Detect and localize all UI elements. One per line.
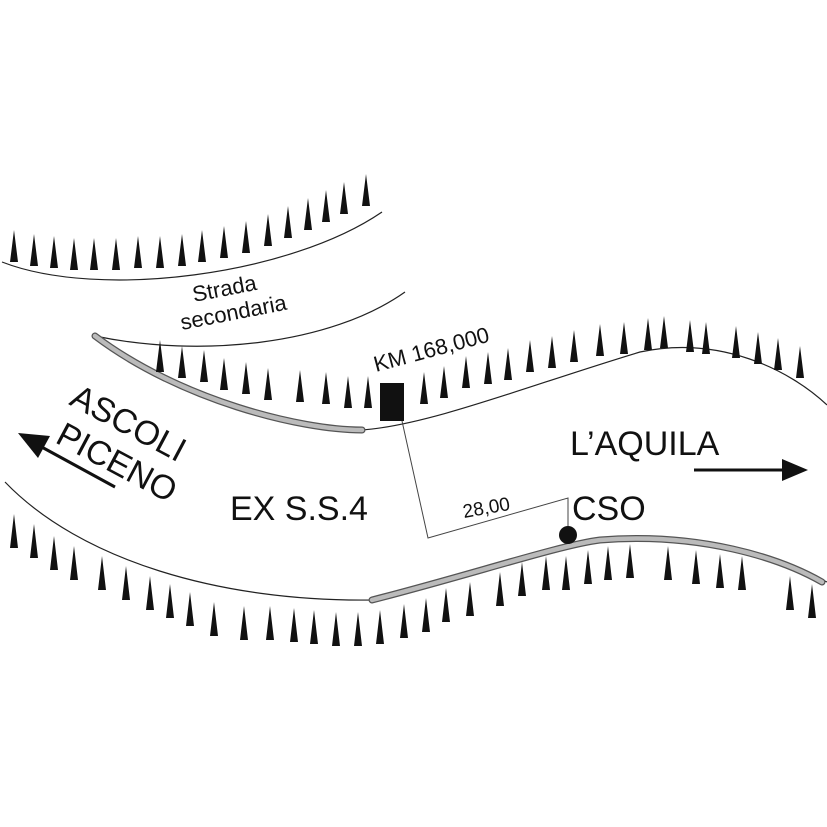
grass-tuft-icon <box>686 320 694 352</box>
grass-tuft-icon <box>692 550 700 584</box>
grass-tuft-icon <box>264 368 272 400</box>
grass-tuft-icon <box>266 606 274 640</box>
grass-tuft-icon <box>112 238 120 270</box>
grass-tuft-icon <box>400 604 408 638</box>
grass-tuft-icon <box>332 612 340 646</box>
grass-tuft-icon <box>198 230 206 262</box>
grass-tuft-icon <box>364 376 372 408</box>
grass-tuft-icon <box>290 608 298 642</box>
guardrail-south-fill <box>369 536 825 603</box>
grass-tuft-icon <box>466 582 474 616</box>
grass-tuft-icon <box>210 602 218 636</box>
grass-tuft-icon <box>304 198 312 230</box>
grass-tuft-icon <box>354 612 362 646</box>
km-marker-label: KM 168,000 <box>371 322 492 377</box>
vegetation-tufts <box>10 174 816 646</box>
point-label: CSO <box>572 490 646 528</box>
grass-tuft-icon <box>796 346 804 378</box>
grass-tuft-icon <box>808 584 816 618</box>
grass-tuft-icon <box>122 566 130 600</box>
grass-tuft-icon <box>440 366 448 398</box>
grass-tuft-icon <box>242 362 250 394</box>
distance-leader-lines <box>401 420 569 539</box>
grass-tuft-icon <box>220 358 228 390</box>
grass-tuft-icon <box>604 546 612 580</box>
grass-tuft-icon <box>240 606 248 640</box>
grass-tuft-icon <box>50 536 58 570</box>
grass-tuft-icon <box>570 330 578 362</box>
grass-tuft-icon <box>422 598 430 632</box>
destination-right-label: L’AQUILA <box>570 425 720 463</box>
grass-tuft-icon <box>584 550 592 584</box>
arrow-right-icon <box>694 459 808 481</box>
grass-tuft-icon <box>284 206 292 238</box>
grass-tuft-icon <box>754 332 762 364</box>
arrow-left-icon <box>18 433 116 489</box>
grass-tuft-icon <box>732 326 740 358</box>
grass-tuft-icon <box>322 372 330 404</box>
grass-tuft-icon <box>484 352 492 384</box>
grass-tuft-icon <box>70 238 78 270</box>
grass-tuft-icon <box>442 588 450 622</box>
grass-tuft-icon <box>518 562 526 596</box>
grass-tuft-icon <box>716 554 724 588</box>
grass-tuft-icon <box>362 174 370 206</box>
grass-tuft-icon <box>562 556 570 590</box>
grass-tuft-icon <box>660 316 668 348</box>
grass-tuft-icon <box>10 514 18 548</box>
grass-tuft-icon <box>156 340 164 372</box>
grass-tuft-icon <box>98 556 106 590</box>
grass-tuft-icon <box>200 350 208 382</box>
dot-icon <box>559 526 577 544</box>
grass-tuft-icon <box>178 234 186 266</box>
grass-tuft-icon <box>296 370 304 402</box>
grass-tuft-icon <box>70 546 78 580</box>
grass-tuft-icon <box>420 372 428 404</box>
distance-label: 28,00 <box>461 494 511 523</box>
grass-tuft-icon <box>220 226 228 258</box>
grass-tuft-icon <box>644 318 652 350</box>
grass-tuft-icon <box>322 190 330 222</box>
secondary-road-bottom-edge <box>94 291 406 347</box>
grass-tuft-icon <box>340 182 348 214</box>
grass-tuft-icon <box>526 340 534 372</box>
grass-tuft-icon <box>186 592 194 626</box>
grass-tuft-icon <box>156 236 164 268</box>
grass-tuft-icon <box>738 556 746 590</box>
grass-tuft-icon <box>504 348 512 380</box>
grass-tuft-icon <box>702 322 710 354</box>
grass-tuft-icon <box>344 376 352 408</box>
secondary-road-top-edge <box>1 211 383 281</box>
grass-tuft-icon <box>786 576 794 610</box>
grass-tuft-icon <box>178 346 186 378</box>
grass-tuft-icon <box>90 238 98 270</box>
grass-tuft-icon <box>548 336 556 368</box>
grass-tuft-icon <box>596 324 604 356</box>
grass-tuft-icon <box>664 546 672 580</box>
grass-tuft-icon <box>626 544 634 578</box>
grass-tuft-icon <box>30 524 38 558</box>
grass-tuft-icon <box>376 610 384 644</box>
grass-tuft-icon <box>264 214 272 246</box>
grass-tuft-icon <box>310 610 318 644</box>
grass-tuft-icon <box>620 322 628 354</box>
grass-tuft-icon <box>496 572 504 606</box>
guardrail-south <box>368 535 826 604</box>
grass-tuft-icon <box>146 576 154 610</box>
grass-tuft-icon <box>30 234 38 266</box>
road-name-label: EX S.S.4 <box>230 490 368 528</box>
grass-tuft-icon <box>462 356 470 388</box>
grass-tuft-icon <box>542 556 550 590</box>
grass-tuft-icon <box>166 584 174 618</box>
grass-tuft-icon <box>242 221 250 253</box>
grass-tuft-icon <box>774 338 782 370</box>
grass-tuft-icon <box>134 236 142 268</box>
grass-tuft-icon <box>10 230 18 262</box>
guardrail-north-fill <box>92 333 365 433</box>
km-post-icon <box>380 383 404 421</box>
grass-tuft-icon <box>50 236 58 268</box>
